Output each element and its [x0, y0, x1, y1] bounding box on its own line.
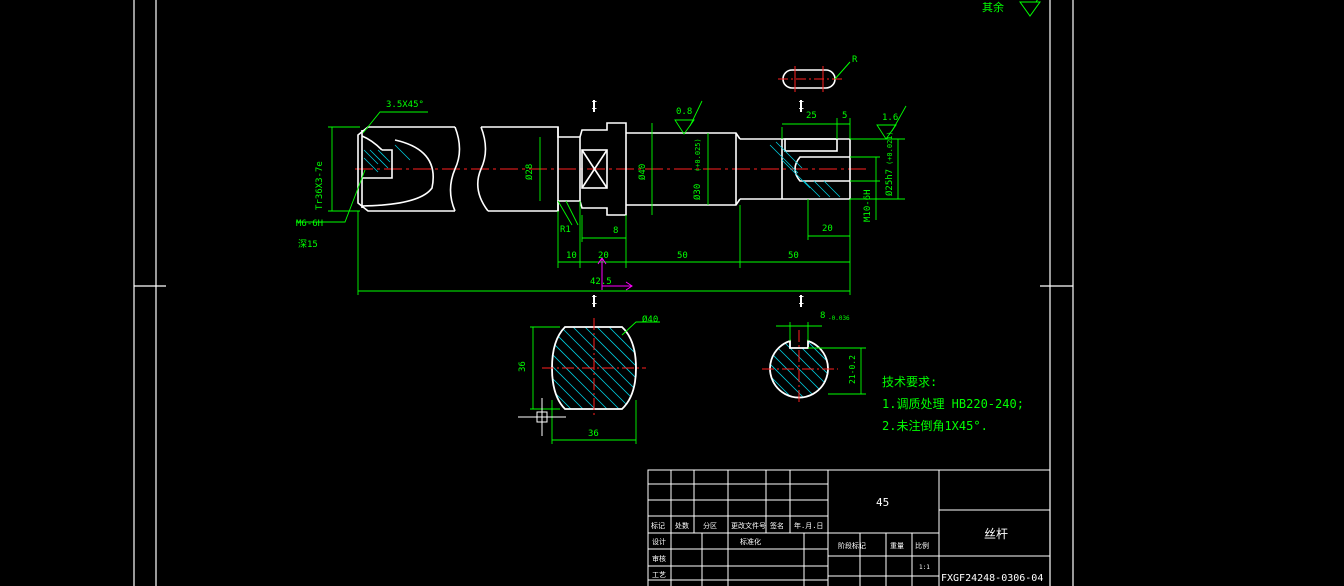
tb-header-mark: 标记	[651, 521, 665, 530]
tb-header-zone: 分区	[703, 521, 717, 530]
surface-roughness-note: 其余	[982, 0, 1041, 17]
surface-note-text: 其余	[982, 0, 1004, 14]
tb-stage-weight: 重量	[890, 542, 904, 550]
section-label-group: I I I I	[591, 99, 805, 307]
dim-dia-25-tol: (+0.021)	[886, 131, 894, 165]
keyway-detail: R	[778, 55, 858, 92]
dim-fillet: R1	[560, 225, 571, 235]
dimension-lines	[296, 100, 907, 295]
sec-36b-label: 36	[588, 429, 599, 439]
dim-5: 5	[842, 111, 847, 121]
sec-36a-label: 36	[518, 361, 528, 372]
key-width-tol-label: -0.036	[828, 315, 850, 322]
dim-20a: 20	[598, 251, 609, 261]
dim-dia-30-tol: (+0.025)	[694, 138, 702, 172]
dim-50b: 50	[788, 251, 799, 261]
key-depth-label: 21-0.2	[848, 355, 857, 384]
section-label-1: I	[591, 99, 598, 112]
tb-row-std: 标准化	[740, 537, 761, 546]
dim-dia-28: Ø28	[524, 164, 535, 180]
tb-stage-mark: 阶段标记	[838, 541, 866, 550]
tb-material: 45	[876, 496, 889, 509]
dim-dia-30: Ø30	[692, 184, 703, 200]
tb-header-date: 年.月.日	[794, 521, 823, 530]
shaft-outline	[357, 122, 851, 216]
tech-item-2: 2.未注倒角1X45°.	[882, 418, 988, 433]
dim-chamfer: 3.5X45°	[386, 100, 424, 110]
tb-drawing-no: FXGF24248-0306-04	[941, 573, 1043, 584]
dim-rough-08: 0.8	[676, 107, 692, 117]
tb-row-design: 设计	[652, 537, 666, 546]
tb-part-name: 丝杆	[984, 527, 1008, 541]
section-view-right: 8 -0.036 21-0.2	[762, 311, 866, 405]
tech-item-1: 1.调质处理 HB220-240;	[882, 397, 1024, 411]
ucs-icon	[597, 257, 633, 291]
dim-8: 8	[613, 226, 618, 236]
dim-10: 10	[566, 251, 577, 261]
dim-25: 25	[806, 111, 817, 121]
technical-requirements: 技术要求: 1.调质处理 HB220-240; 2.未注倒角1X45°.	[882, 375, 1024, 433]
tb-row-check: 审核	[652, 554, 666, 563]
section-label-3: I	[798, 99, 805, 112]
title-block	[647, 469, 1051, 586]
tech-title: 技术要求:	[882, 375, 937, 389]
hatch-main-view	[363, 141, 841, 198]
sec-dia-label: Ø40	[642, 314, 658, 325]
key-width-label: 8	[820, 311, 825, 321]
key-radius-label: R	[852, 55, 858, 65]
dim-tapped-depth: 深15	[298, 239, 318, 250]
tb-header-sign: 签名	[770, 521, 784, 530]
section-label-2: I	[591, 294, 598, 307]
dim-20b: 20	[822, 224, 833, 234]
dim-42-5: 42.5	[590, 277, 612, 287]
dim-dia-40: Ø40	[637, 164, 648, 180]
dim-tapped-hole: M6-6H	[296, 219, 323, 229]
dim-m10: M10-6H	[863, 189, 873, 222]
section-markers	[593, 100, 802, 307]
tb-header-count: 处数	[675, 521, 689, 530]
dimension-text: 3.5X45° Tr36X3-7e M6-6H 深15 Ø28 Ø40 Ø30 …	[296, 100, 898, 287]
tb-row-craft: 工艺	[652, 571, 666, 579]
title-block-text: 标记 处数 分区 更改文件号 签名 年.月.日 设计 标准化 审核 工艺 阶段标…	[651, 496, 1043, 584]
dim-dia-25: Ø25h7	[884, 169, 895, 196]
dim-50a: 50	[677, 251, 688, 261]
dim-rough-16: 1.6	[882, 113, 898, 123]
tb-stage-scale: 比例	[915, 541, 929, 550]
drawing-frame	[133, 0, 1074, 586]
dim-thread: Tr36X3-7e	[315, 161, 325, 210]
section-label-4: I	[798, 294, 805, 307]
tb-scale-value: 1:1	[919, 564, 930, 571]
tb-header-docno: 更改文件号	[731, 521, 766, 530]
